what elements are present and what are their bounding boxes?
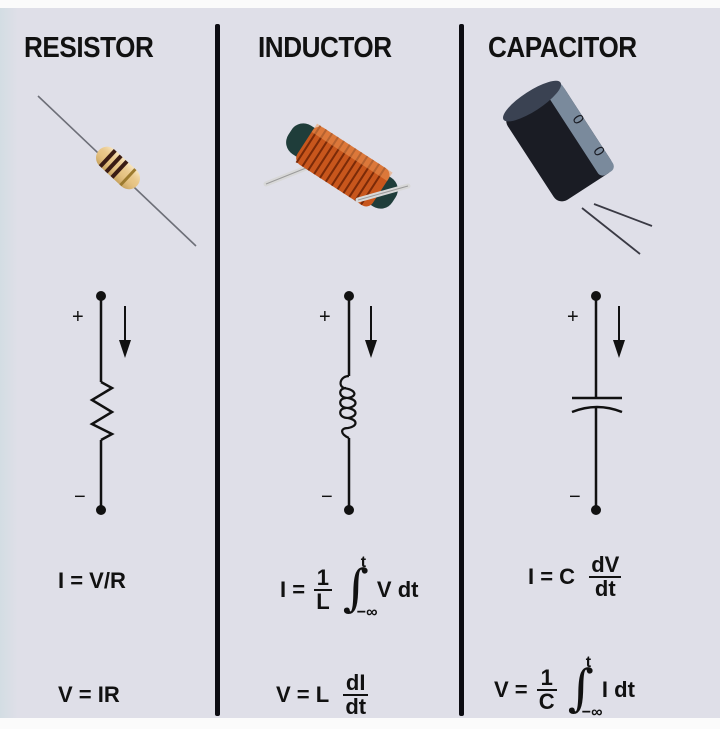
- capacitor-voltage-equation: V = 1 C ∫ t −∞ I dt: [494, 654, 635, 721]
- integral-upper-limit: t: [585, 654, 592, 671]
- plus-sign: +: [567, 306, 579, 328]
- integral-upper-limit: t: [360, 554, 367, 571]
- fraction-numerator: dI: [343, 672, 369, 696]
- fraction-numerator: dV: [589, 552, 622, 578]
- minus-sign: −: [569, 486, 581, 508]
- fraction: 1 L: [314, 567, 332, 614]
- down-arrow-icon: [613, 306, 625, 358]
- minus-sign: −: [74, 486, 86, 508]
- fraction-numerator: 1: [314, 567, 332, 591]
- inductor-symbol-icon: [339, 291, 357, 515]
- fraction: 1 C: [536, 667, 557, 714]
- fraction-numerator: 1: [536, 667, 557, 691]
- resistor-title: RESISTOR: [24, 32, 154, 64]
- equation-lhs: V =: [494, 677, 528, 702]
- integral-symbol-icon: ∫: [567, 659, 594, 717]
- integral-lower-limit: −∞: [356, 604, 378, 621]
- integrand: V dt: [376, 577, 419, 602]
- integral-sign: ∫ t −∞: [568, 654, 603, 721]
- plus-sign: +: [72, 306, 84, 328]
- resistor-photo-icon: [37, 95, 197, 247]
- fraction-denominator: C: [538, 689, 555, 714]
- down-arrow-icon: [365, 306, 377, 358]
- fraction-denominator: dt: [345, 694, 367, 719]
- fraction-denominator: dt: [594, 576, 616, 601]
- fraction: dV dt: [589, 552, 622, 601]
- equation-lhs: V = L: [276, 682, 330, 707]
- equation-lhs: I =: [280, 577, 306, 602]
- inductor-title: INDUCTOR: [258, 32, 392, 64]
- inductor-photo-icon: [263, 123, 411, 209]
- integral-lower-limit: −∞: [581, 704, 603, 721]
- inductor-current-equation: I = 1 L ∫ t −∞ V dt: [280, 554, 419, 621]
- resistor-symbol-icon: [89, 291, 115, 515]
- diagram-panel: RESISTOR INDUCTOR CAPACITOR: [0, 8, 720, 721]
- integrand: I dt: [601, 677, 635, 702]
- integral-symbol-icon: ∫: [342, 559, 369, 617]
- resistor-voltage-equation: V = IR: [58, 682, 120, 707]
- capacitor-title: CAPACITOR: [488, 32, 637, 64]
- fraction-denominator: L: [316, 589, 330, 614]
- resistor-current-equation: I = V/R: [58, 568, 126, 593]
- integral-sign: ∫ t −∞: [343, 554, 378, 621]
- capacitor-photo-icon: 0 0: [503, 80, 653, 255]
- inductor-voltage-equation: V = L dI dt: [276, 672, 371, 718]
- column-divider: [459, 24, 464, 716]
- plus-sign: +: [319, 306, 331, 328]
- equation-lhs: I = C: [528, 564, 576, 589]
- fraction: dI dt: [343, 672, 369, 719]
- column-divider: [215, 24, 220, 716]
- down-arrow-icon: [119, 306, 131, 358]
- minus-sign: −: [321, 486, 333, 508]
- capacitor-current-equation: I = C dV dt: [528, 554, 624, 600]
- capacitor-symbol-icon: [571, 291, 623, 515]
